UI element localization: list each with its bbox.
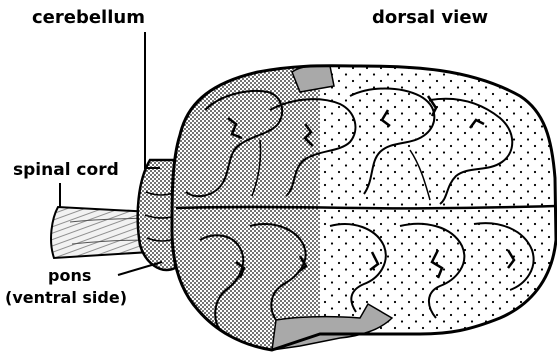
pons-leader-line [118,262,162,275]
spinal-cord-label: spinal cord [13,161,119,181]
pons-sublabel: (ventral side) [5,289,127,307]
pons-label: pons [48,267,91,285]
cerebellum-label: cerebellum [32,8,145,29]
cerebellum-leader-line [145,32,160,168]
view-label: dorsal view [372,8,488,29]
